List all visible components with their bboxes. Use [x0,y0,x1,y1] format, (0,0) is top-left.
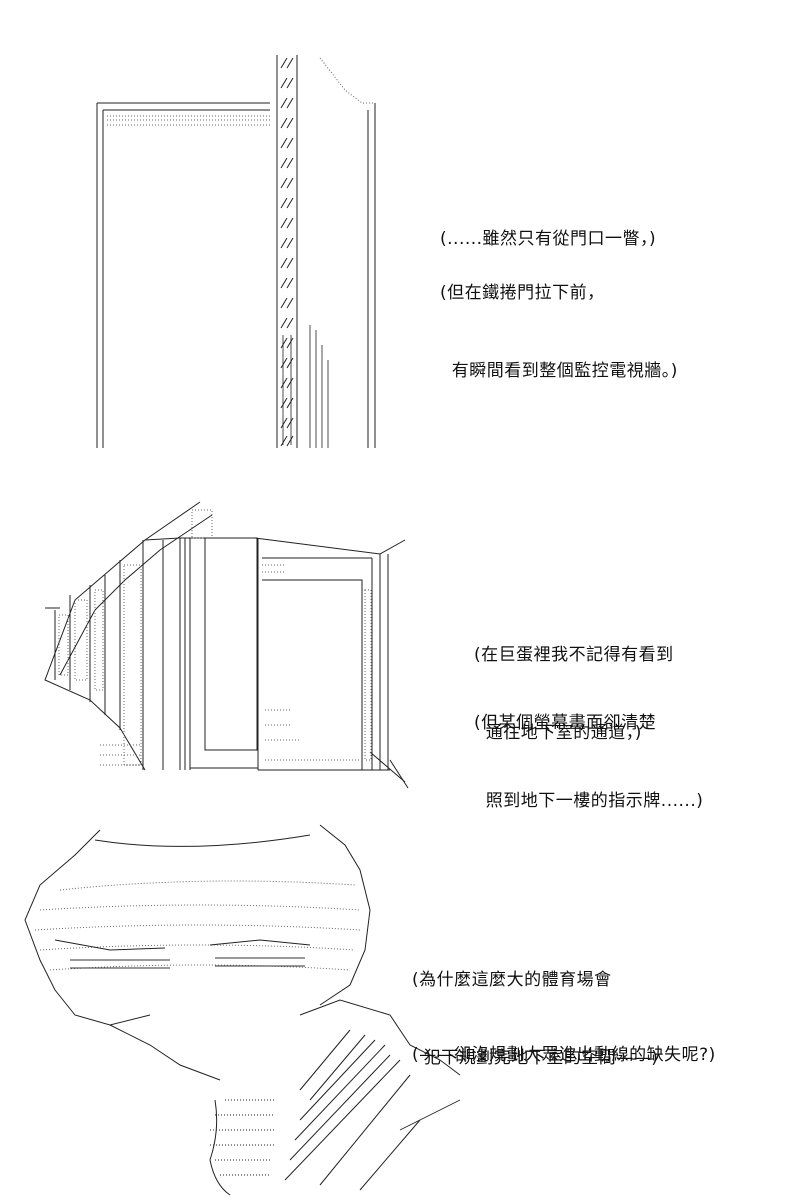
caption-missing-access: (——卻沒規劃大眾進出動線的缺失呢?) [412,990,716,1120]
panel-character-thinking: (為什麼這麼大的體育場會 犯下規劃完地下室的空間——) (——卻沒規劃大眾進出動… [0,800,800,1200]
caption-no-passage: (在巨蛋裡我不記得有看到 通往地下室的通道，) [474,590,674,798]
caption-line: (為什麼這麼大的體育場會 [412,970,612,990]
monitor-wall-illustration [44,501,409,789]
caption-line: (但某個螢幕畫面卻清楚 [474,713,657,733]
caption-line: 有瞬間看到整個監控電視牆。) [440,361,678,381]
caption-line: (在巨蛋裡我不記得有看到 [474,645,674,665]
caption-line: (但在鐵捲門拉下前， [440,283,605,303]
caption-glimpse: (......雖然只有從門口一瞥，) [440,174,656,304]
caption-line: 照到地下一樓的指示牌......) [474,791,704,811]
panel-monitor-wall: (在巨蛋裡我不記得有看到 通往地下室的通道，) (但某個螢幕畫面卻清楚 照到地下… [0,470,800,811]
caption-stadium-planning: (為什麼這麼大的體育場會 犯下規劃完地下室的空間——) [412,915,658,1123]
panel-shutter-door: (......雖然只有從門口一瞥，) (但在鐵捲門拉下前， 有瞬間看到整個監控電… [0,0,800,470]
caption-monitor-wall: (但在鐵捲門拉下前， 有瞬間看到整個監控電視牆。) [440,228,678,436]
caption-line: 犯下規劃完地下室的空間——) [412,1048,659,1068]
shutter-door-illustration [96,55,376,448]
caption-basement-sign: (但某個螢幕畫面卻清楚 照到地下一樓的指示牌......) [474,658,703,866]
caption-line: (——卻沒規劃大眾進出動線的缺失呢?) [412,1045,716,1065]
character-illustration [24,824,461,1196]
caption-line: 通往地下室的通道，) [474,723,642,743]
caption-line: (......雖然只有從門口一瞥，) [440,229,657,249]
